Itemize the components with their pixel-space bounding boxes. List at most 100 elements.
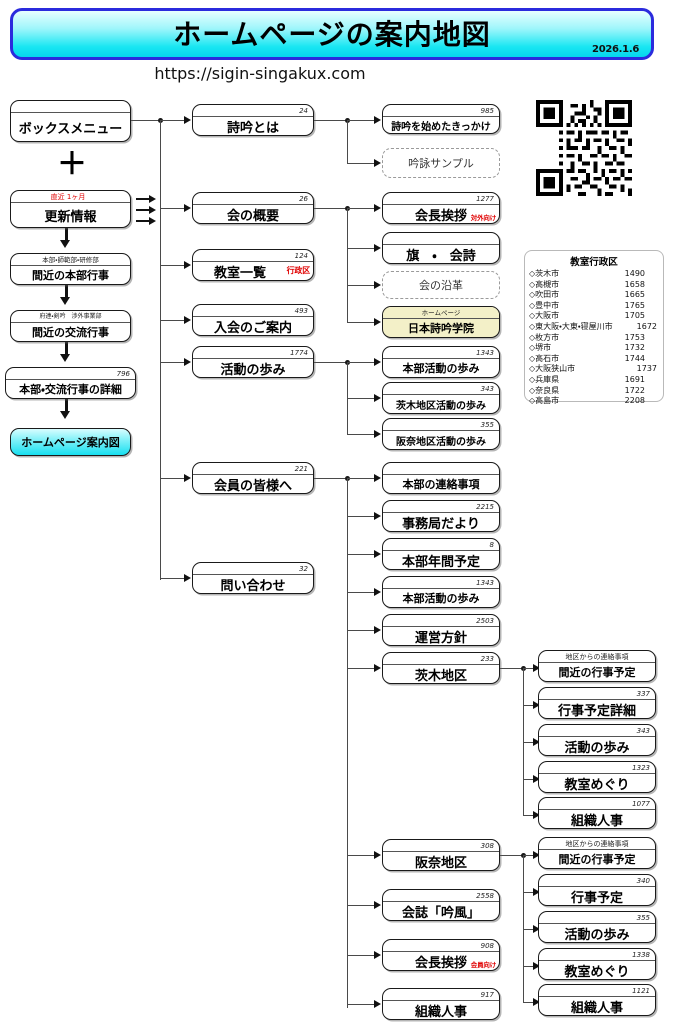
node-col3-14[interactable]: 233 茨木地区 <box>382 652 500 684</box>
node-guide-map[interactable]: ホームページ案内図 <box>10 428 131 456</box>
page-title: ホームページの案内地図 <box>173 18 491 51</box>
node-ibaraki-3[interactable]: 1323 教室めぐり <box>538 761 656 793</box>
node-cap: 355 <box>539 912 655 924</box>
node-col3-1[interactable]: 吟詠サンプル <box>382 148 500 178</box>
connector-down <box>65 399 68 413</box>
region-name: ◇高島市 <box>529 396 560 406</box>
connector-branch <box>523 966 535 968</box>
node-col2-0[interactable]: 24 詩吟とは <box>192 104 314 136</box>
node-hanna-1[interactable]: 340 行事予定 <box>538 874 656 906</box>
node-hanna-0[interactable]: 地区からの連絡事項 間近の行事予定 <box>538 837 656 869</box>
node-cap: 493 <box>193 305 313 317</box>
node-label: 間近の交流行事 <box>32 326 109 339</box>
node-col3-13[interactable]: 2503 運営方針 <box>382 614 500 646</box>
node-tag: 行政区 <box>286 266 311 275</box>
node-label: 本部年間予定 <box>401 554 480 570</box>
node-label: 間近の行事予定 <box>558 666 636 679</box>
node-col3-9[interactable]: 本部の連絡事項 <box>382 462 500 494</box>
arrow-down-icon <box>60 297 70 305</box>
node-ibaraki-2[interactable]: 343 活動の歩み <box>538 724 656 756</box>
node-col2-3[interactable]: 493 入会のご案内 <box>192 304 314 336</box>
connector-branch <box>160 208 186 210</box>
node-hanna-3[interactable]: 1338 教室めぐり <box>538 948 656 980</box>
node-update-info[interactable]: 直近 1ヶ月 更新情報 <box>10 190 131 228</box>
region-name: ◇東大阪・大東・寝屋川市 <box>529 321 613 331</box>
region-name: ◇高石市 <box>529 353 560 363</box>
node-col3-4[interactable]: 会の沿革 <box>382 271 500 299</box>
node-tag: 対外向け <box>470 214 496 222</box>
arrow-icon <box>374 588 381 596</box>
node-col3-18[interactable]: 917 組織人事 <box>382 988 500 1020</box>
node-honbu-event[interactable]: 本部・師範部・研修部 間近の本部行事 <box>10 253 131 285</box>
arrow-icon <box>374 394 381 402</box>
node-box-menu[interactable]: ボックスメニュー <box>10 100 131 142</box>
arrow-icon <box>374 244 381 252</box>
node-col3-12[interactable]: 1343 本部活動の歩み <box>382 576 500 608</box>
arrow-icon <box>374 626 381 634</box>
node-cap: 地区からの連絡事項 <box>539 651 655 663</box>
node-event-detail[interactable]: 796 本部・交流行事の詳細 <box>5 367 136 399</box>
arrow-icon <box>533 962 540 970</box>
node-col3-5[interactable]: ホームページ 日本詩吟学院 <box>382 306 500 338</box>
node-col3-17[interactable]: 908 会長挨拶 会員向け <box>382 939 500 971</box>
arrow-icon <box>184 358 191 366</box>
connector-branch <box>347 668 375 670</box>
node-col3-0[interactable]: 985 詩吟を始めたきっかけ <box>382 104 500 134</box>
node-label: 阪奈地区活動の歩み <box>396 436 486 448</box>
region-value: 1705 <box>624 311 645 321</box>
node-col3-3[interactable]: 旗 ・ 会詩 <box>382 232 500 264</box>
node-cap: 1277 <box>383 193 499 205</box>
arrow-icon <box>184 474 191 482</box>
node-cap: 355 <box>383 419 499 431</box>
node-col3-8[interactable]: 355 阪奈地区活動の歩み <box>382 418 500 450</box>
node-col2-6[interactable]: 32 問い合わせ <box>192 562 314 594</box>
node-ibaraki-0[interactable]: 地区からの連絡事項 間近の行事予定 <box>538 650 656 682</box>
node-ibaraki-4[interactable]: 1077 組織人事 <box>538 797 656 829</box>
node-hanna-2[interactable]: 355 活動の歩み <box>538 911 656 943</box>
node-label: 吟詠サンプル <box>408 157 474 170</box>
node-col3-2[interactable]: 1277 会長挨拶 対外向け <box>382 192 500 224</box>
region-value: 1732 <box>624 343 645 353</box>
node-col3-6[interactable]: 1343 本部活動の歩み <box>382 346 500 378</box>
node-cap: 233 <box>383 653 499 665</box>
node-col3-11[interactable]: 8 本部年間予定 <box>382 538 500 570</box>
arrow-icon <box>533 775 540 783</box>
node-ibaraki-1[interactable]: 337 行事予定詳細 <box>538 687 656 719</box>
arrow-icon <box>374 550 381 558</box>
connector-gaiyou-vertical <box>347 208 349 323</box>
node-cap: 26 <box>193 193 313 205</box>
node-col2-1[interactable]: 26 会の概要 <box>192 192 314 224</box>
node-label: 間近の行事予定 <box>558 853 636 866</box>
node-label: 運営方針 <box>414 630 467 646</box>
node-col3-7[interactable]: 343 茨木地区活動の歩み <box>382 382 500 414</box>
region-name: ◇奈良県 <box>529 385 560 395</box>
region-value: 1765 <box>624 300 645 310</box>
node-hanna-4[interactable]: 1121 組織人事 <box>538 984 656 1016</box>
node-col2-2[interactable]: 124 教室一覧 行政区 <box>192 249 314 281</box>
node-col2-4[interactable]: 1774 活動の歩み <box>192 346 314 378</box>
node-label: 行事予定詳細 <box>557 703 636 719</box>
node-col2-5[interactable]: 221 会員の皆様へ <box>192 462 314 494</box>
arrow-icon <box>374 901 381 909</box>
connector-down <box>65 228 68 242</box>
region-value: 1691 <box>624 374 645 384</box>
node-kouryu-event[interactable]: 府連・剣吟 渉外事業部 間近の交流行事 <box>10 310 131 342</box>
node-col3-15[interactable]: 308 阪奈地区 <box>382 839 500 871</box>
connector-branch <box>523 1002 535 1004</box>
node-label: 茨木地区 <box>414 668 467 684</box>
arrow-icon <box>533 925 540 933</box>
connector-branch <box>523 668 535 670</box>
connector-menu-to-trunk <box>131 120 161 122</box>
node-col3-16[interactable]: 2558 会誌「吟風」 <box>382 889 500 921</box>
node-label: 活動の歩み <box>220 362 286 378</box>
node-col3-10[interactable]: 2215 事務局だより <box>382 500 500 532</box>
node-cap: 337 <box>539 688 655 700</box>
node-cap: 8 <box>383 539 499 551</box>
node-cap: 1077 <box>539 798 655 810</box>
node-label: 詩吟を始めたきっかけ <box>391 121 491 133</box>
node-cap <box>11 101 130 113</box>
